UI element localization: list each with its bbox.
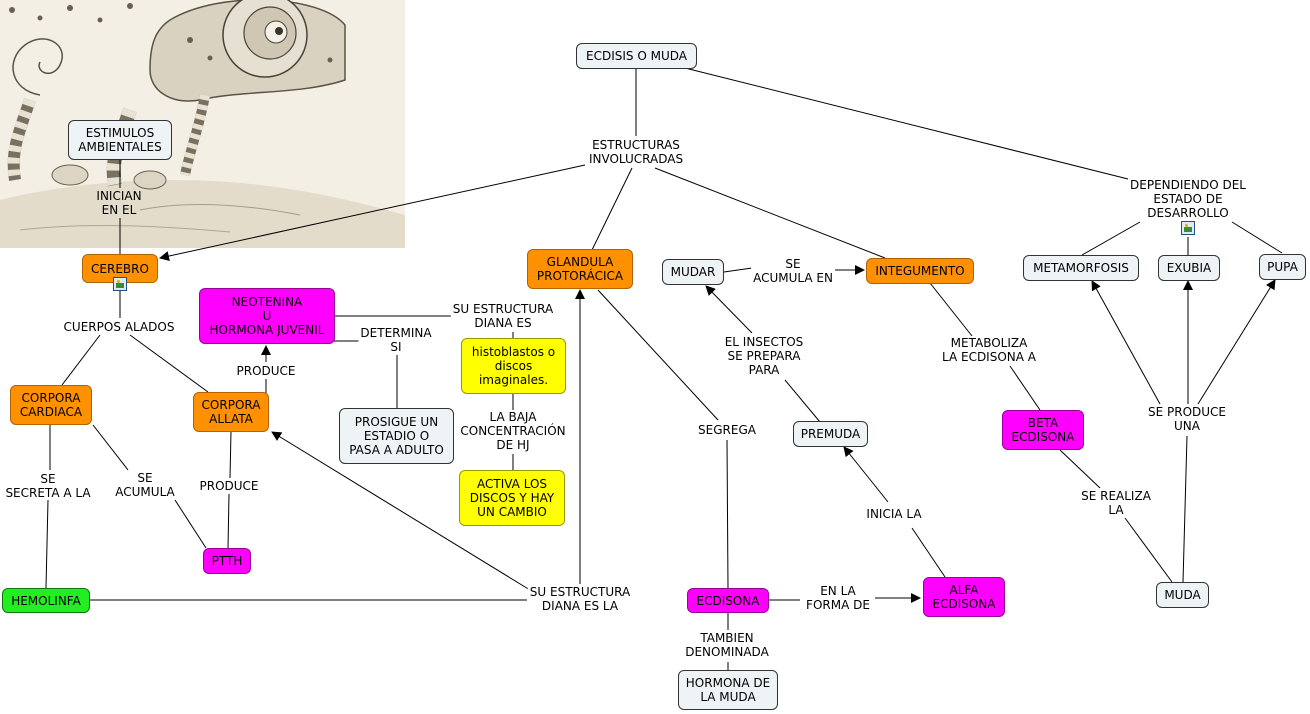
node-mudar[interactable]: MUDAR [662,259,724,285]
link [784,379,821,423]
node-neotenina[interactable]: NEOTENINA U HORMONA JUVENIL [199,288,335,344]
link [174,499,207,549]
link [684,67,1141,183]
link-label: CUERPOS ALADOS [61,320,177,334]
node-premuda[interactable]: PREMUDA [793,421,868,447]
link [1009,365,1041,411]
image-icon[interactable] [1181,221,1195,235]
link [654,167,886,259]
node-ecdisis[interactable]: ECDISIS O MUDA [576,43,697,69]
link [1081,221,1141,256]
node-glandula[interactable]: GLANDULA PROTORÁCICA [527,249,633,289]
link [92,424,129,471]
link [159,164,586,261]
link-label: INICIAN EN EL [96,189,142,217]
link [271,431,531,591]
link-label: SE ACUMULA [113,471,177,499]
node-corpora-cardiaca[interactable]: CORPORA CARDIACA [10,385,92,425]
node-muda[interactable]: MUDA [1156,582,1209,608]
link-label: SE ACUMULA EN [751,257,835,285]
node-prosigue[interactable]: PROSIGUE UN ESTADIO O PASA A ADULTO [339,408,454,464]
link-label: SU ESTRUCTURA DIANA ES [450,302,556,330]
link-label: DETERMINA SI [358,326,434,354]
link [843,446,889,503]
link-label: PRODUCE [197,479,261,493]
link-label: SE SECRETA A LA [3,472,93,500]
node-metamorfosis[interactable]: METAMORFOSIS [1023,255,1139,281]
node-beta-ecdisona[interactable]: BETA ECDISONA [1002,410,1084,450]
node-ecdisona[interactable]: ECDISONA [687,588,769,613]
link [1124,517,1173,583]
node-estimulos[interactable]: ESTIMULOS AMBIENTALES [68,120,172,160]
link [1231,221,1283,254]
link [591,167,633,251]
node-integumento[interactable]: INTEGUMENTO [866,258,974,284]
link-label: EL INSECTOS SE PREPARA PARA [722,335,806,377]
link [129,334,209,393]
link [723,267,753,273]
link-label: ESTRUCTURAS INVOLUCRADAS [586,138,686,166]
link [1197,279,1276,405]
link [1091,280,1161,405]
link-label: DEPENDIENDO DEL ESTADO DE DESARROLLO [1128,178,1248,220]
chameleon-illustration [0,0,405,248]
node-histoblastos[interactable]: histoblastos o discos imaginales. [461,338,566,394]
node-ptth[interactable]: PTTH [203,548,251,574]
node-pupa[interactable]: PUPA [1259,254,1306,280]
link-label: LA BAJA CONCENTRACIÓN DE HJ [458,410,568,452]
link-label: PRODUCE [234,364,298,378]
node-corpora-allata[interactable]: CORPORA ALLATA [193,392,269,432]
node-hemolinfa[interactable]: HEMOLINFA [2,588,90,613]
link [597,289,719,421]
link-label: TAMBIEN DENOMINADA [683,631,771,659]
link-label: SE PRODUCE UNA [1145,405,1229,433]
link [61,334,101,386]
node-activa[interactable]: ACTIVA LOS DISCOS Y HAY UN CAMBIO [459,470,565,526]
link [229,430,232,479]
link-label: SE REALIZA LA [1079,489,1153,517]
link [1059,449,1101,489]
link [705,285,753,334]
image-icon[interactable] [113,277,127,291]
node-hormona-muda[interactable]: HORMONA DE LA MUDA [678,670,778,710]
link [929,282,973,337]
link [45,499,49,589]
link-label: EN LA FORMA DE [804,584,872,612]
link-label: SEGREGA [696,423,758,437]
node-alfa-ecdisona[interactable]: ALFA ECDISONA [923,577,1005,617]
link-label: SU ESTRUCTURA DIANA ES LA [527,585,633,613]
link-label: METABOLIZA LA ECDISONA A [940,336,1038,364]
link [726,439,729,589]
node-exubia[interactable]: EXUBIA [1158,255,1220,281]
link [227,493,230,549]
link [911,527,946,578]
link [1182,435,1188,583]
link-label: INICIA LA [864,507,924,521]
